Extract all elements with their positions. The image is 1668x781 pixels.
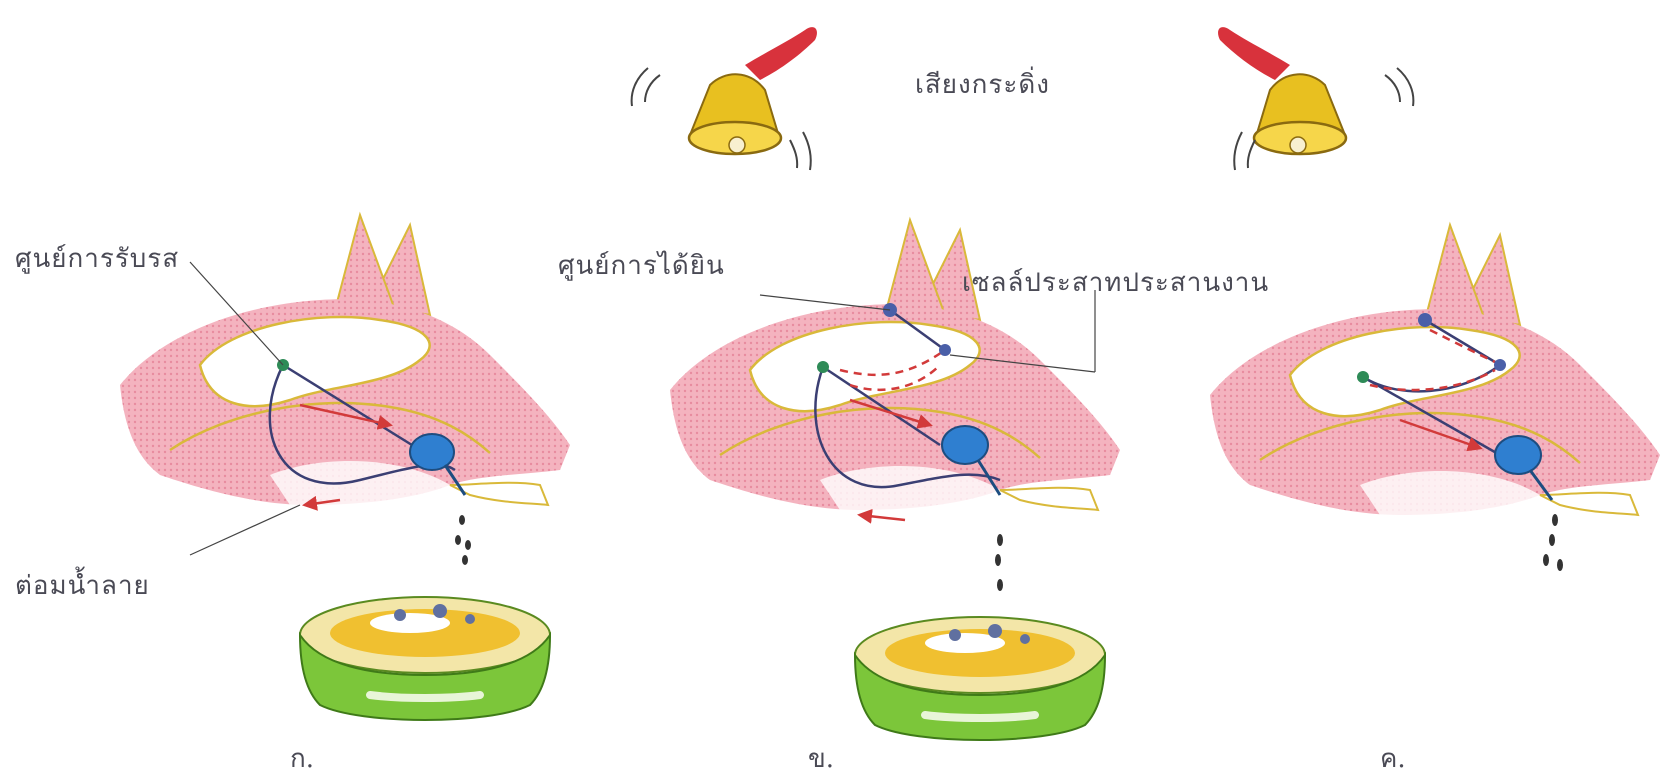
association-neuron-label: เซลล์ประสาทประสานงาน <box>962 262 1269 303</box>
association-node-c <box>1494 359 1506 371</box>
saliva-drops-c <box>1543 514 1563 571</box>
panel-label-a: ก. <box>290 738 314 779</box>
saliva-drops-b <box>995 534 1003 591</box>
taste-center-node-b <box>817 361 829 373</box>
panel-label-c: ค. <box>1380 738 1406 779</box>
panel-label-b: ข. <box>808 738 834 779</box>
bell-sound-label: เสียงกระดิ่ง <box>915 64 1050 105</box>
dog-head-a <box>120 215 570 509</box>
taste-center-label: ศูนย์การรับรส <box>15 238 179 279</box>
salivary-gland-label: ต่อมน้ำลาย <box>15 565 150 606</box>
bell-left <box>689 27 817 154</box>
hearing-center-label: ศูนย์การได้ยิน <box>558 245 725 286</box>
food-bowl-b <box>855 617 1105 740</box>
food-bowl-a <box>300 597 550 720</box>
hearing-center-node-c <box>1418 313 1432 327</box>
association-node-b <box>939 344 951 356</box>
dog-head-c <box>1210 225 1660 519</box>
bell-right <box>1218 27 1346 154</box>
taste-center-node-c <box>1357 371 1369 383</box>
saliva-drops-a <box>455 515 471 565</box>
